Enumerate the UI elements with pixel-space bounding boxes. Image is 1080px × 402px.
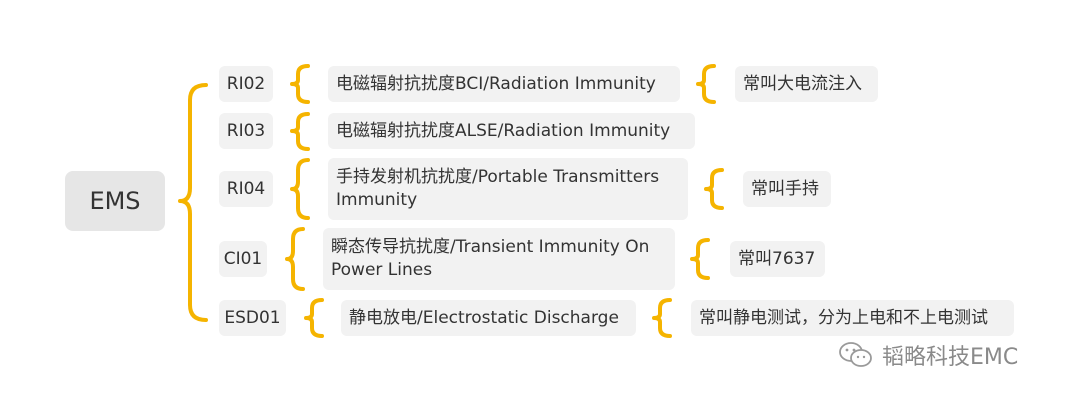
brace-ri02 — [290, 64, 310, 104]
note-label: 常叫7637 — [738, 248, 816, 269]
brace-ci01 — [285, 227, 305, 291]
node-note-esd01[interactable]: 常叫静电测试，分为上电和不上电测试 — [691, 300, 1014, 336]
node-code-esd01[interactable]: ESD01 — [219, 300, 286, 336]
title-line-1: 瞬态传导抗扰度/Transient Immunity On — [331, 237, 650, 257]
note-label: 常叫手持 — [751, 178, 819, 199]
code-label: RI04 — [226, 178, 266, 199]
brace-ri04 — [290, 158, 310, 220]
root-label: EMS — [89, 187, 141, 215]
wechat-icon — [838, 341, 874, 369]
title-label: 静电放电/Electrostatic Discharge — [349, 307, 619, 328]
brace-ri04-note — [704, 168, 724, 210]
brace-esd01 — [304, 298, 324, 338]
node-note-ri02[interactable]: 常叫大电流注入 — [735, 66, 878, 102]
title-label: 电磁辐射抗扰度BCI/Radiation Immunity — [336, 73, 656, 94]
node-code-ri03[interactable]: RI03 — [219, 113, 273, 149]
title-line-2: Power Lines — [331, 260, 433, 280]
brace-esd01-note — [652, 298, 672, 338]
title-line-1: 手持发射机抗扰度/Portable Transmitters — [336, 167, 660, 187]
code-label: ESD01 — [224, 307, 281, 328]
node-title-ri03[interactable]: 电磁辐射抗扰度ALSE/Radiation Immunity — [328, 113, 695, 149]
node-title-ri02[interactable]: 电磁辐射抗扰度BCI/Radiation Immunity — [328, 66, 680, 102]
node-title-ri04[interactable]: 手持发射机抗扰度/Portable Transmitters Immunity — [328, 158, 688, 220]
code-label: RI03 — [226, 120, 266, 141]
node-code-ci01[interactable]: CI01 — [219, 241, 267, 277]
watermark: 韬略科技EMC — [838, 340, 1018, 370]
root-node-ems[interactable]: EMS — [65, 171, 165, 231]
brace-ri02-note — [696, 64, 716, 104]
node-code-ri04[interactable]: RI04 — [219, 171, 273, 207]
node-note-ci01[interactable]: 常叫7637 — [730, 241, 825, 277]
note-label: 常叫静电测试，分为上电和不上电测试 — [699, 307, 988, 328]
title-label: 电磁辐射抗扰度ALSE/Radiation Immunity — [336, 120, 671, 141]
note-label: 常叫大电流注入 — [743, 73, 862, 94]
node-note-ri04[interactable]: 常叫手持 — [743, 171, 831, 207]
code-label: CI01 — [223, 248, 263, 269]
code-label: RI02 — [226, 73, 266, 94]
title-line-2: Immunity — [336, 190, 418, 210]
node-code-ri02[interactable]: RI02 — [219, 66, 273, 102]
brace-ci01-note — [690, 238, 710, 280]
brace-ri03 — [290, 112, 310, 151]
node-title-esd01[interactable]: 静电放电/Electrostatic Discharge — [341, 300, 636, 336]
node-title-ci01[interactable]: 瞬态传导抗扰度/Transient Immunity On Power Line… — [323, 228, 675, 290]
main-brace — [178, 83, 208, 322]
watermark-text: 韬略科技EMC — [882, 345, 1019, 370]
